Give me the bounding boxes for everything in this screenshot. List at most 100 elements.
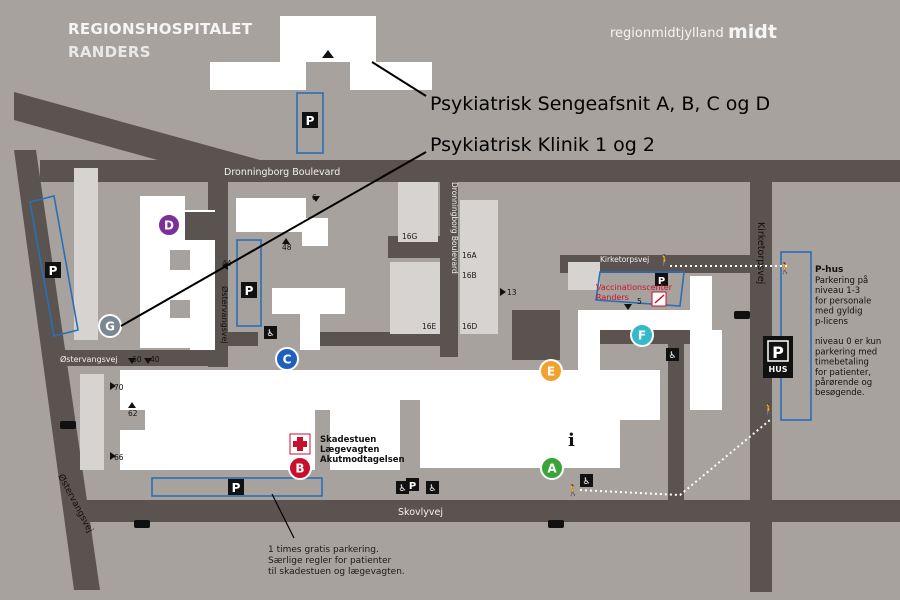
road-skovlyvej — [70, 500, 900, 522]
phus-info-line: med gyldig — [815, 307, 863, 317]
parking-note-line: Særlige regler for patienter — [268, 556, 392, 566]
label-building-16d: 16D — [462, 322, 478, 331]
entrance-e-label: E — [547, 365, 555, 379]
building-f-wing — [578, 310, 690, 370]
parking-lot-ostervangsvej[interactable] — [236, 239, 262, 327]
header: REGIONSHOSPITALET RANDERS regionmidtjyll… — [68, 20, 777, 61]
pedestrian-icon: 🚶 — [778, 262, 792, 275]
svg-text:♿: ♿ — [668, 351, 676, 361]
label-building-16e: 16E — [422, 322, 437, 331]
hospital-subtitle: RANDERS — [68, 43, 151, 61]
building-16e — [390, 262, 440, 334]
entrance-arrows — [110, 196, 632, 460]
entrance-a[interactable]: A — [540, 456, 564, 480]
svg-text:i: i — [568, 430, 575, 451]
entrance-d-label: D — [164, 219, 174, 233]
label-building-62: 62 — [128, 409, 138, 418]
callout-sengeafsnit: Psykiatrisk Sengeafsnit A, B, C og D — [430, 93, 770, 115]
label-dronningborg-boulevard-vertical: Dronningborg Boulevard — [450, 182, 459, 274]
phus-info-line: for patienter, — [815, 368, 871, 378]
bus-icon — [548, 520, 564, 528]
label-building-48: 48 — [282, 243, 292, 252]
label-building-16a: 16A — [462, 251, 478, 260]
label-building-13: 13 — [507, 288, 517, 297]
building-48 — [236, 198, 328, 246]
parking-sign-north[interactable]: P — [302, 112, 318, 128]
parking-sign-west[interactable]: P — [45, 262, 61, 278]
pedestrian-paths — [579, 265, 790, 497]
label-ostervangsvej-horizontal: Østervangsvej — [60, 354, 118, 364]
parking-house-p: P — [772, 343, 784, 362]
wheelchair-icon: ♿ — [396, 481, 409, 494]
emergency-area[interactable]: Skadestuen Lægevagten Akutmodtagelsen — [289, 433, 405, 465]
building-c — [272, 288, 345, 350]
parking-sign-label: P — [49, 264, 58, 278]
phus-info-line: Parkering på — [815, 275, 868, 286]
phus-info-line: besøgende. — [815, 388, 865, 398]
entrance-e[interactable]: E — [539, 359, 563, 383]
parking-sign-skovlyvej-east[interactable]: P — [406, 478, 419, 492]
road-kirketorpsvej — [750, 182, 772, 592]
road-ostervangsvej-west — [14, 150, 100, 590]
label-building-16g: 16G — [402, 232, 418, 241]
parking-sign-label: P — [658, 276, 665, 287]
emergency-line1: Skadestuen — [320, 435, 376, 445]
parking-note-line: til skadestuen og lægevagten. — [268, 567, 405, 577]
phus-info-line: for personale — [815, 296, 871, 306]
parking-lot-skovlyvej[interactable] — [151, 477, 323, 497]
syringe-icon — [651, 291, 667, 307]
entrance-d[interactable]: D — [157, 213, 181, 237]
road-dronningborg-boulevard — [40, 160, 900, 182]
entrance-c[interactable]: C — [275, 347, 299, 371]
parking-sign-ostervangsvej[interactable]: P — [241, 282, 257, 298]
parking-house-icon[interactable]: P HUS — [763, 336, 793, 378]
vaccination-center[interactable]: Vaccinationscenter Randers — [596, 283, 673, 307]
parking-sign-vaccination[interactable]: P — [655, 273, 668, 287]
wheelchair-icon: ♿ — [264, 326, 277, 339]
accessibility-markers: ♿ ♿ ♿ ♿ ♿ — [264, 326, 679, 494]
bus-icon — [134, 520, 150, 528]
parking-sign-skovlyvej[interactable]: P — [228, 479, 244, 495]
building-70 — [80, 374, 104, 470]
entrance-f[interactable]: F — [630, 323, 654, 347]
region-logo: midt — [728, 21, 777, 43]
wheelchair-icon: ♿ — [580, 474, 593, 487]
road-kirketorpsvej-horizontal — [560, 255, 750, 273]
pedestrian-icon: 🚶 — [658, 254, 672, 267]
parking-lot-vaccination[interactable] — [595, 271, 685, 307]
building-numbers: 6 48 44 60 40 70 62 66 13 5 16G 16A 16B … — [114, 193, 642, 462]
label-building-40: 40 — [150, 355, 160, 364]
phus-info-line: niveau 0 er kun — [815, 337, 881, 347]
red-cross-icon — [289, 433, 311, 455]
label-skovlyvej: Skovlyvej — [398, 507, 443, 518]
label-building-70: 70 — [114, 383, 124, 392]
svg-text:♿: ♿ — [266, 329, 274, 339]
emergency-line2: Lægevagten — [320, 445, 379, 455]
label-building-66: 66 — [114, 453, 124, 462]
entrance-g-label: G — [105, 320, 115, 334]
phus-info-line: p-licens — [815, 317, 848, 327]
bus-icon — [734, 311, 750, 319]
label-dronningborg-boulevard: Dronningborg Boulevard — [224, 167, 340, 178]
entrance-a-label: A — [547, 462, 557, 476]
bus-stops — [60, 311, 750, 528]
callout-lines — [120, 61, 427, 539]
building-main — [120, 370, 660, 470]
callout-klinik: Psykiatrisk Klinik 1 og 2 — [430, 134, 655, 156]
parking-lot-north[interactable] — [296, 92, 324, 154]
road-ostervangsvej-horizontal — [56, 350, 228, 366]
entrance-b[interactable]: B — [288, 456, 312, 480]
entrance-markers: A B C D E F G — [98, 213, 654, 480]
label-kirketorpsvej-vertical: Kirketorpsvej — [755, 222, 766, 284]
label-building-5: 5 — [637, 297, 642, 306]
parking-lot-west[interactable] — [29, 195, 79, 337]
building-16g — [398, 182, 438, 242]
vaccination-line1: Vaccinationscenter — [596, 283, 673, 292]
entrance-g[interactable]: G — [98, 314, 122, 338]
pedestrian-icon: 🚶 — [566, 484, 580, 497]
parking-sign-label: P — [306, 114, 315, 128]
info-icon[interactable]: i — [568, 430, 575, 451]
label-building-6: 6 — [312, 193, 317, 202]
